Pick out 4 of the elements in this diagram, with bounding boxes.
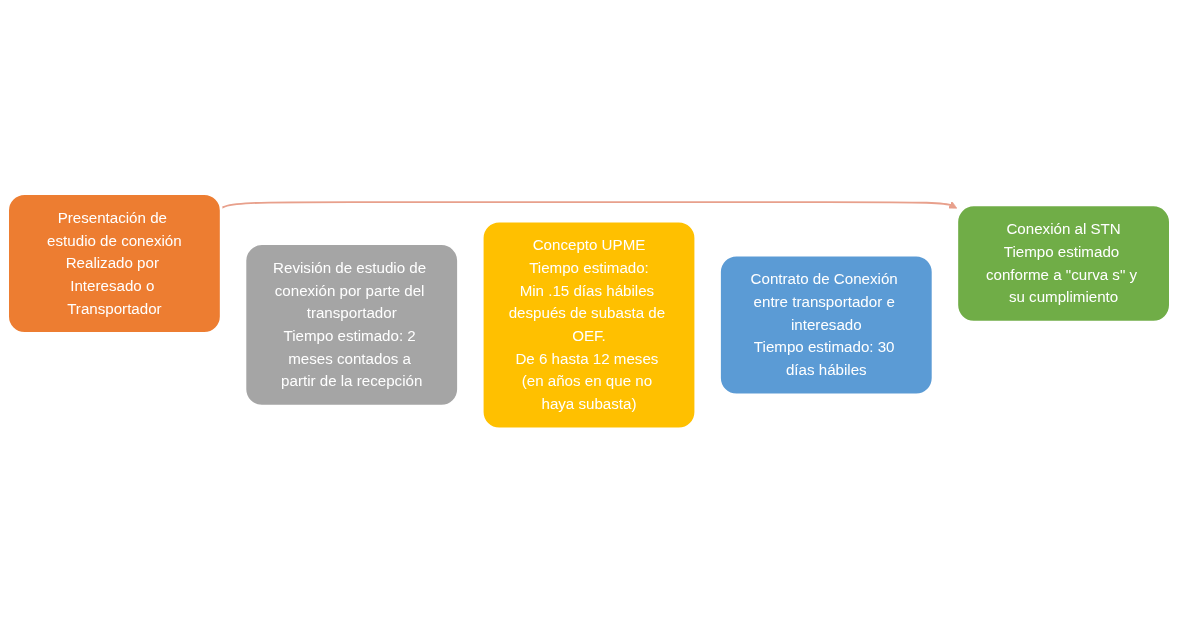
node-box: Revisión de estudio de conexión por parte del transportador Tiempo estimado: 2 meses contados a partir de la recepción xyxy=(243,242,460,408)
node-box: Concepto UPME Tiempo estimado: Min .15 días hábiles después de subasta de OEF. De 6 hasta 12 meses (en años en que no haya subasta) xyxy=(480,219,698,431)
node-box: Conexión al STN Tiempo estimado conforme a "curva s" y su cumplimiento xyxy=(955,203,1172,324)
node-box: Contrato de Conexión entre transportador e interesado Tiempo estimado: 30 días hábiles xyxy=(718,253,935,397)
